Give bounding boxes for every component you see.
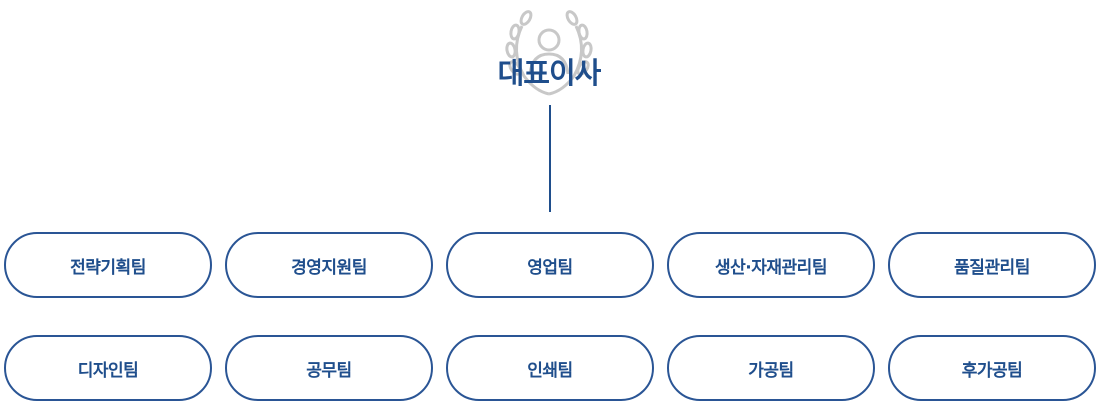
team-quality-control[interactable]: 품질관리팀 bbox=[888, 232, 1096, 298]
team-sales[interactable]: 영업팀 bbox=[446, 232, 654, 298]
team-engineering[interactable]: 공무팀 bbox=[225, 335, 433, 401]
ceo-title: 대표이사 bbox=[497, 56, 602, 90]
team-post-processing[interactable]: 후가공팀 bbox=[888, 335, 1096, 401]
team-management-support[interactable]: 경영지원팀 bbox=[225, 232, 433, 298]
team-processing[interactable]: 가공팀 bbox=[667, 335, 875, 401]
team-production-materials[interactable]: 생산·자재관리팀 bbox=[667, 232, 875, 298]
team-printing[interactable]: 인쇄팀 bbox=[446, 335, 654, 401]
connector-line bbox=[549, 105, 551, 212]
laurel-person-icon bbox=[505, 10, 593, 96]
team-design[interactable]: 디자인팀 bbox=[4, 335, 212, 401]
team-strategy-planning[interactable]: 전략기획팀 bbox=[4, 232, 212, 298]
